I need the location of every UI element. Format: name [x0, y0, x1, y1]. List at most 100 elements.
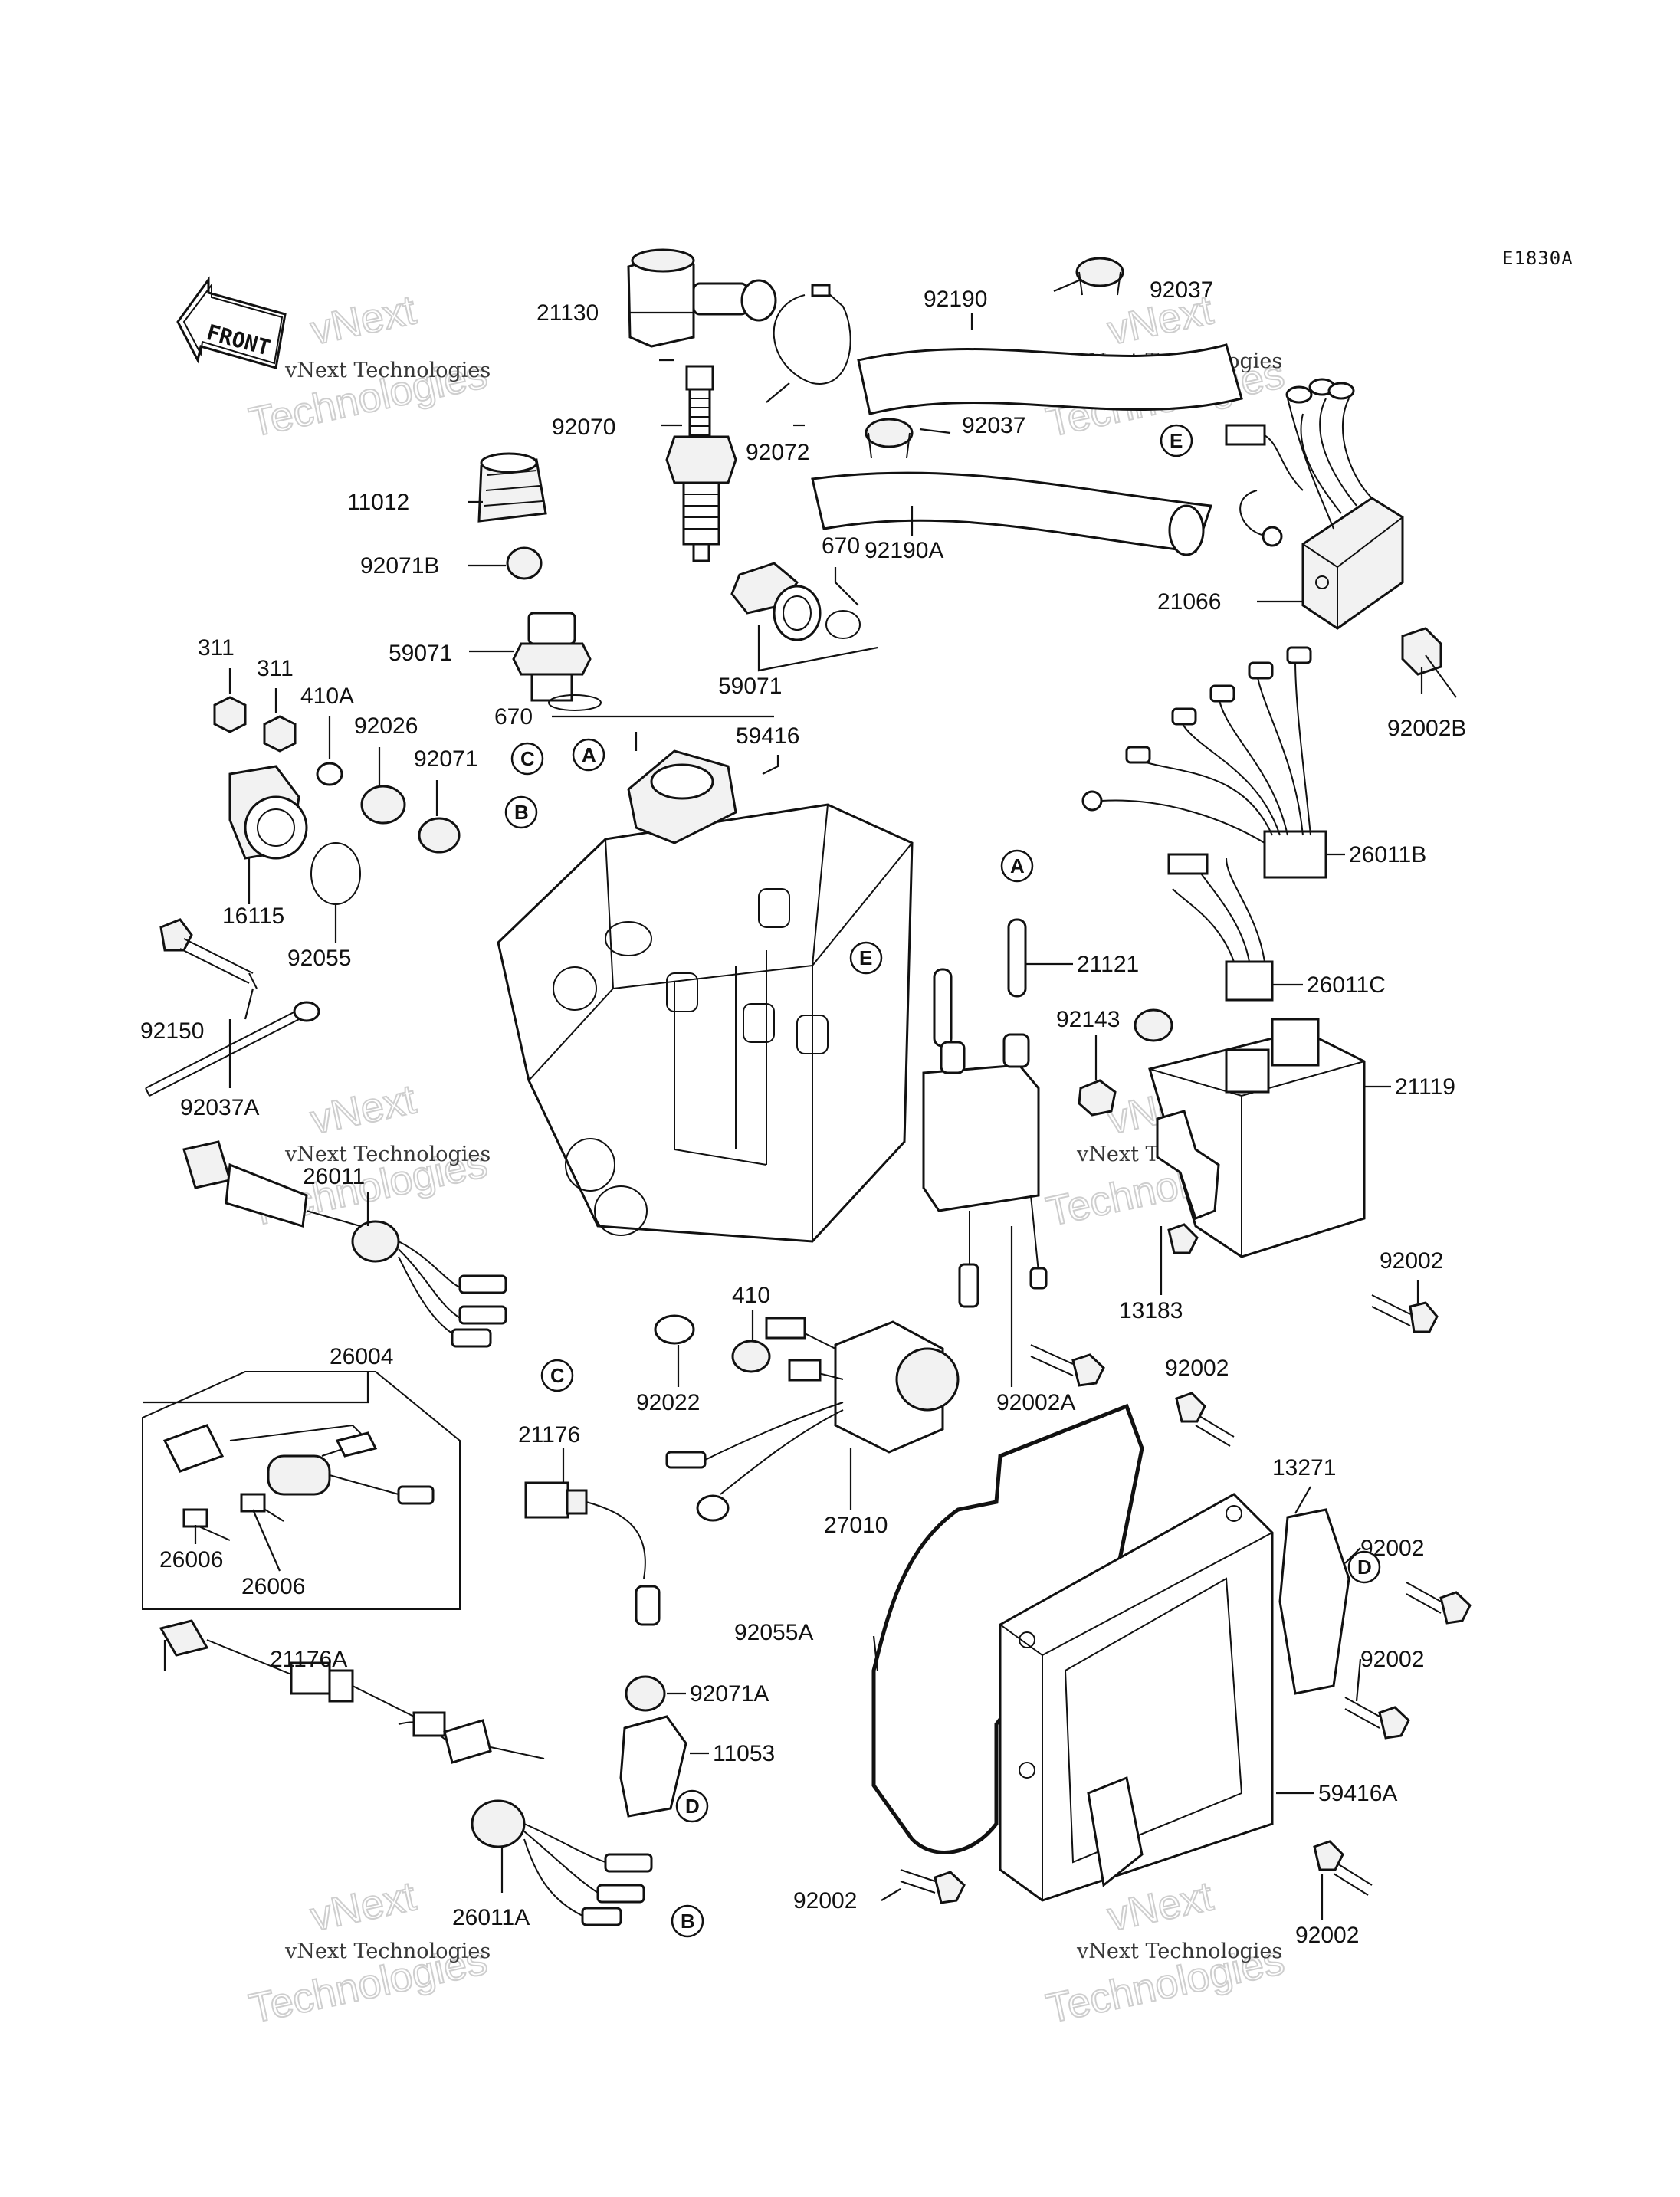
svg-text:C: C [520, 747, 535, 770]
label-26006-a: 26006 [159, 1547, 223, 1572]
label-11012: 11012 [347, 490, 409, 515]
hose-92190 [857, 343, 1243, 415]
nut-311-a [213, 696, 247, 733]
washer-410a [316, 762, 343, 786]
plate-13271 [1278, 1508, 1350, 1695]
bolt-92002-right-b [1344, 1697, 1410, 1740]
label-92002-right-b: 92002 [1360, 1647, 1424, 1672]
part-labels: 21130 92070 11012 92071B 59071 92072 921… [140, 277, 1466, 1948]
label-26004: 26004 [330, 1344, 393, 1369]
callout-c-top: C [510, 742, 544, 776]
label-92071: 92071 [414, 746, 477, 772]
callout-a-top: A [572, 738, 605, 772]
bracket-13183 [1156, 1110, 1220, 1220]
connector-26011 [182, 1140, 507, 1348]
fitting-59071-right [730, 562, 822, 641]
watermark-top-vnext: vNext [307, 287, 420, 353]
label-21176: 21176 [518, 1422, 580, 1448]
label-21176a: 21176A [270, 1647, 347, 1672]
label-92055: 92055 [287, 946, 351, 971]
svg-text:B: B [681, 1910, 695, 1933]
label-92055a: 92055A [734, 1620, 813, 1645]
callout-d-plate: D [1347, 1550, 1381, 1584]
watermark-ml-vnext: vNext [307, 1076, 420, 1143]
label-26011c: 26011C [1307, 972, 1386, 998]
tie-strap-92072 [773, 292, 851, 385]
ignition-coil [922, 1033, 1048, 1308]
leader-lines [143, 278, 1423, 1920]
spark-plug-cap [627, 248, 777, 348]
diagram-code: E1830A [1502, 248, 1573, 269]
label-21119: 21119 [1395, 1074, 1455, 1100]
svg-text:E: E [1170, 429, 1183, 452]
o-ring-670-b [548, 694, 602, 711]
label-59416a: 59416A [1318, 1781, 1397, 1806]
label-92026: 92026 [354, 713, 418, 739]
bolt-92002-right-a [1406, 1582, 1472, 1625]
label-92190: 92190 [924, 287, 987, 312]
grommet-92026 [360, 785, 406, 825]
bolt-92002-bottom-left [900, 1869, 966, 1904]
label-92072: 92072 [746, 440, 809, 465]
callout-c-harness: C [540, 1359, 574, 1392]
label-26011a: 26011A [452, 1905, 530, 1930]
label-92002-bottom-right: 92002 [1295, 1923, 1359, 1948]
callout-e-regulator: E [1160, 424, 1193, 457]
svg-text:D: D [1357, 1556, 1372, 1579]
hose-92190a-end [1168, 504, 1205, 556]
washer-92022 [654, 1314, 695, 1345]
label-92037a: 92037A [180, 1095, 259, 1120]
bolt-92002b [1401, 627, 1457, 698]
label-410: 410 [732, 1283, 770, 1308]
svg-text:A: A [1010, 854, 1025, 877]
bracket-11053 [619, 1715, 687, 1818]
front-arrow-icon: FRONT [176, 276, 287, 369]
washer-410 [731, 1340, 771, 1373]
watermark-top-text: vNext Technologies [284, 359, 491, 382]
regulator-21066 [1225, 378, 1404, 630]
label-311-a: 311 [198, 635, 235, 661]
label-26011b: 26011B [1349, 842, 1426, 867]
bolt-92002a [1030, 1344, 1105, 1387]
watermark-group-1: vNext Technologies vNext Technologies [244, 286, 492, 446]
cover-59416a [999, 1493, 1274, 1902]
connector-26011c [1167, 853, 1274, 1002]
cap-11012 [477, 452, 547, 523]
bolt-92002-bottom-right [1313, 1840, 1373, 1896]
bolt-92002-top-cover [1175, 1392, 1235, 1447]
label-26006-b: 26006 [241, 1574, 305, 1599]
nut-92143 [1078, 1079, 1117, 1117]
watermark-group-5: vNext Technologies vNext Technologies [244, 1872, 492, 2032]
label-59071-left: 59071 [389, 641, 452, 666]
label-92071b: 92071B [360, 553, 439, 579]
label-21130: 21130 [536, 300, 599, 326]
label-92002a: 92002A [996, 1390, 1075, 1415]
clamp-92037-mid [865, 418, 914, 459]
label-13271: 13271 [1272, 1455, 1336, 1481]
tie-strap-head [811, 284, 831, 297]
fuse-box-26004 [142, 1371, 461, 1610]
bolt-92150 [159, 918, 258, 989]
label-92070: 92070 [552, 415, 615, 440]
label-21066: 21066 [1157, 589, 1221, 615]
label-670-top: 670 [822, 533, 860, 559]
relay-27010 [665, 1317, 960, 1522]
watermark-group-6: vNext Technologies vNext Technologies [1042, 1872, 1289, 2032]
connector-26011a [443, 1719, 653, 1926]
label-92002b: 92002B [1387, 716, 1466, 741]
label-21121: 21121 [1077, 952, 1139, 977]
label-27010: 27010 [824, 1513, 888, 1538]
label-92022: 92022 [636, 1390, 700, 1415]
o-ring-670 [825, 610, 861, 639]
watermark-ml-text: vNext Technologies [284, 1143, 491, 1166]
watermark-bl-vnext: vNext [307, 1873, 420, 1940]
label-92037-mid: 92037 [962, 413, 1025, 438]
label-59416: 59416 [736, 723, 799, 749]
label-92037-top: 92037 [1150, 277, 1213, 303]
svg-text:A: A [582, 743, 596, 766]
tube-21121 [933, 918, 1027, 1048]
label-92002-top-cover: 92002 [1165, 1356, 1229, 1381]
o-ring-92055 [310, 842, 361, 905]
sensor-21176 [524, 1481, 661, 1626]
